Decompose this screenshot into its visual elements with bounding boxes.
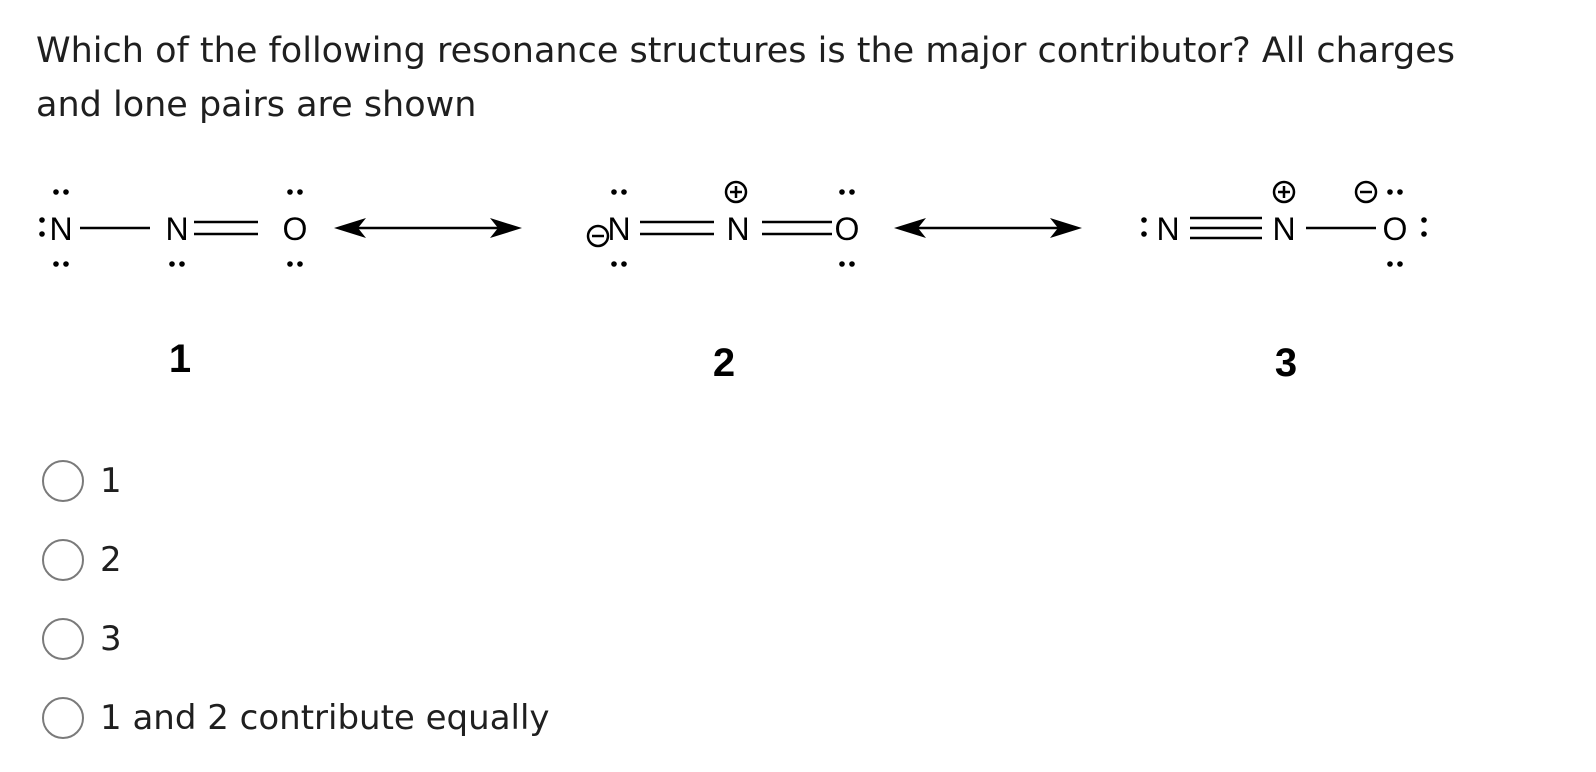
option-1-radio[interactable]	[42, 460, 84, 502]
structure-1-number: 1	[169, 337, 191, 381]
arrowhead-right-2	[1050, 218, 1082, 238]
structure-2-atom-3: O	[835, 211, 860, 247]
structure-1-atom-1: N	[49, 211, 72, 247]
structure-2-atom-1: N	[607, 211, 630, 247]
question-text: Which of the following resonance structu…	[36, 31, 1455, 125]
negative-charge-icon-3	[1354, 180, 1378, 204]
negative-charge-icon-2	[586, 224, 610, 248]
option-3-radio[interactable]	[42, 618, 84, 660]
option-1[interactable]: 1	[42, 458, 550, 504]
arrowhead-right-1	[490, 218, 522, 238]
answer-options: 1 2 3 1 and 2 contribute equally	[42, 458, 550, 741]
option-4[interactable]: 1 and 2 contribute equally	[42, 695, 550, 741]
option-2-radio[interactable]	[42, 539, 84, 581]
option-3[interactable]: 3	[42, 616, 550, 662]
positive-charge-icon-2	[724, 180, 748, 204]
structure-3-atom-3: O	[1383, 211, 1408, 247]
structure-2-atom-2: N	[726, 211, 749, 247]
option-4-label[interactable]: 1 and 2 contribute equally	[100, 698, 550, 738]
arrowhead-left-1	[334, 218, 366, 238]
option-2-label[interactable]: 2	[100, 540, 122, 580]
structure-3-atom-1: N	[1156, 211, 1179, 247]
structure-3-atom-2: N	[1272, 211, 1295, 247]
option-4-radio[interactable]	[42, 697, 84, 739]
arrowhead-left-2	[894, 218, 926, 238]
option-1-label[interactable]: 1	[100, 461, 122, 501]
structure-2-number: 2	[713, 341, 735, 385]
option-2[interactable]: 2	[42, 537, 550, 583]
resonance-structures-svg: N N O N N O N N O 1 2 3	[39, 180, 1427, 385]
positive-charge-icon-3	[1272, 180, 1296, 204]
structure-1-atom-3: O	[283, 211, 308, 247]
structure-3-number: 3	[1275, 341, 1297, 385]
structure-1-atom-2: N	[165, 211, 188, 247]
option-3-label[interactable]: 3	[100, 619, 122, 659]
resonance-structures-figure: N N O N N O N N O 1 2 3	[0, 160, 1596, 400]
